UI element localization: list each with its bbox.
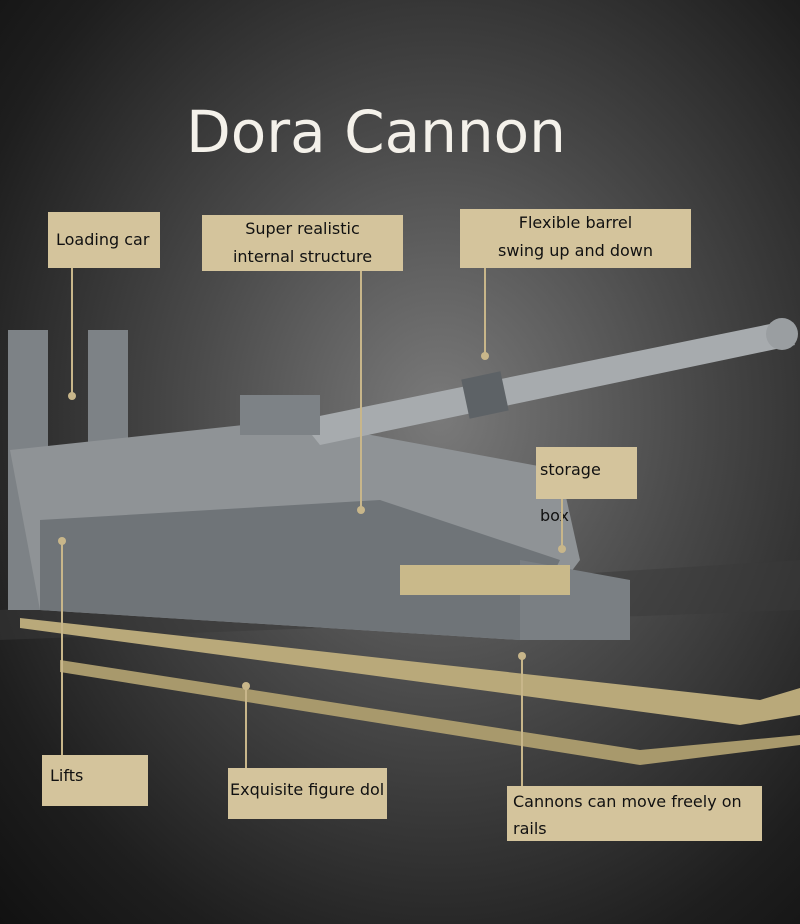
rail <box>20 618 800 725</box>
barrel <box>300 322 795 445</box>
label-lifts: Lifts <box>42 755 148 806</box>
page-title: Dora Cannon <box>186 98 566 166</box>
label-rails: Cannons can move freely on rails <box>507 786 762 841</box>
label-storage-box: storage box <box>536 447 637 525</box>
label-flexible-barrel: Flexible barrel swing up and down <box>460 209 691 268</box>
label-internal-structure: Super realistic internal structure <box>202 215 403 271</box>
label-loading-car: Loading car <box>48 212 160 268</box>
label-line: internal structure <box>232 247 373 266</box>
label-line: swing up and down <box>498 241 653 260</box>
label-figure-doll: Exquisite figure dol <box>228 768 387 819</box>
label-line: Super realistic <box>245 219 360 238</box>
label-line: Flexible barrel <box>518 213 633 232</box>
